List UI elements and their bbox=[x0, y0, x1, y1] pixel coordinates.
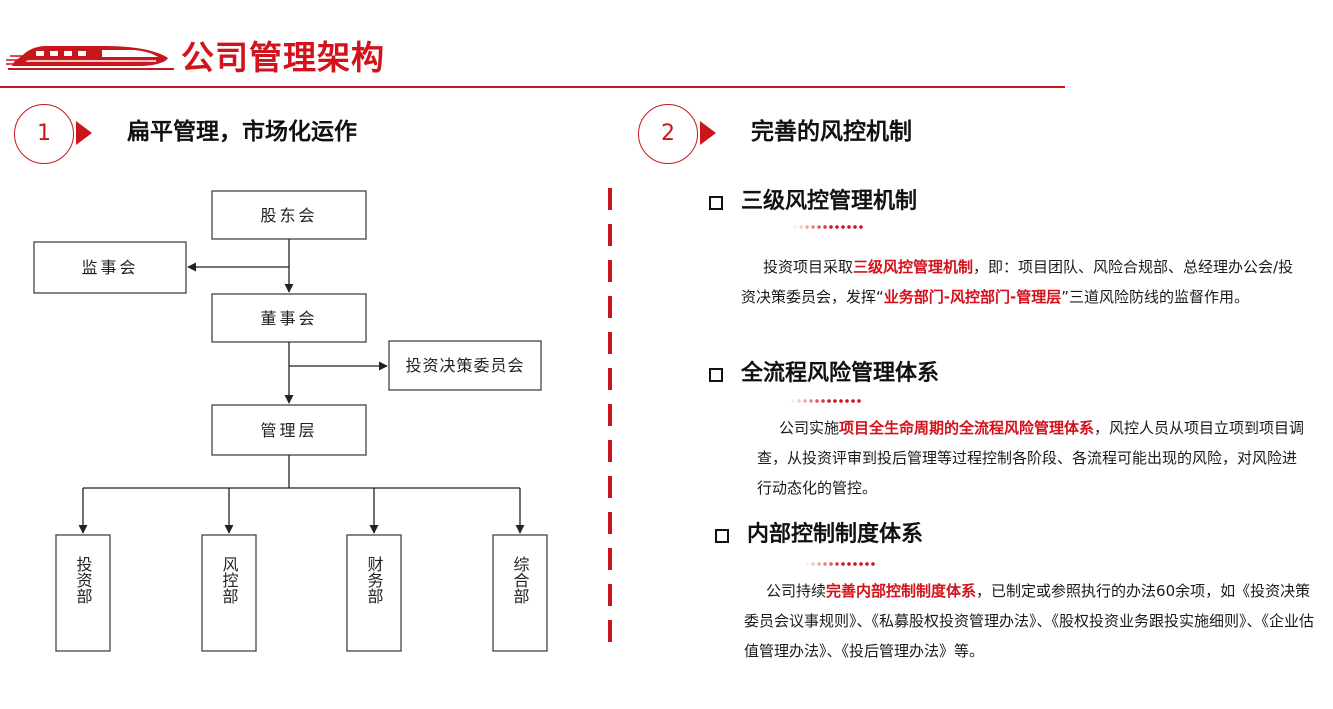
org-chart: 股东会 监事会 董事会 投资决策委员会 管理层 投资部 风控部 财务部 综合部 bbox=[33, 190, 548, 652]
org-label-investment-committee: 投资决策委员会 bbox=[405, 356, 524, 375]
section-divider bbox=[608, 188, 612, 650]
section-number: 2 bbox=[661, 121, 675, 146]
risk-item-heading: 三级风控管理机制 bbox=[741, 189, 918, 214]
header-divider bbox=[0, 86, 1065, 88]
page-title: 公司管理架构 bbox=[181, 38, 385, 77]
risk-item-description: 公司实施项目全生命周期的全流程风险管理体系，风控人员从项目立项到项目调查，从投资… bbox=[757, 419, 1305, 497]
org-label-dept: 投资部 bbox=[74, 556, 93, 604]
org-box-dept bbox=[201, 534, 257, 652]
org-label-dept: 风控部 bbox=[220, 556, 239, 604]
org-label-management: 管理层 bbox=[260, 421, 317, 440]
org-box-supervisors bbox=[33, 241, 187, 294]
risk-item-heading: 内部控制制度体系 bbox=[747, 522, 924, 547]
section-number-badge: 1 bbox=[14, 104, 74, 164]
org-box-shareholders bbox=[211, 190, 367, 240]
risk-item-description: 公司持续完善内部控制制度体系，已制定或参照执行的办法60余项，如《投资决策委员会… bbox=[744, 582, 1315, 660]
dotted-decoration bbox=[790, 398, 862, 404]
section-number: 1 bbox=[37, 121, 51, 146]
org-box-investment-committee bbox=[388, 340, 542, 391]
checkbox-bullet-icon bbox=[709, 368, 723, 382]
section-number-badge: 2 bbox=[638, 104, 698, 164]
org-box-dept bbox=[346, 534, 402, 652]
chevron-right-icon bbox=[700, 121, 716, 145]
org-label-dept: 财务部 bbox=[365, 556, 384, 604]
checkbox-bullet-icon bbox=[709, 196, 723, 210]
org-label-shareholders: 股东会 bbox=[260, 206, 317, 225]
org-label-dept: 综合部 bbox=[511, 556, 530, 604]
risk-item-description: 投资项目采取三级风控管理机制，即：项目团队、风险合规部、总经理办公会/投资决策委… bbox=[741, 258, 1294, 306]
org-label-board: 董事会 bbox=[260, 309, 317, 328]
checkbox-bullet-icon bbox=[715, 529, 729, 543]
org-box-board bbox=[211, 293, 367, 343]
chevron-right-icon bbox=[76, 121, 92, 145]
section-title: 完善的风控机制 bbox=[751, 119, 912, 145]
org-label-supervisors: 监事会 bbox=[81, 258, 138, 277]
dotted-decoration bbox=[792, 224, 864, 230]
high-speed-train-icon bbox=[6, 46, 174, 70]
section-title: 扁平管理，市场化运作 bbox=[127, 119, 357, 145]
risk-item-heading: 全流程风险管理体系 bbox=[741, 361, 940, 386]
dotted-decoration bbox=[804, 561, 876, 567]
org-box-dept bbox=[55, 534, 111, 652]
org-box-dept bbox=[492, 534, 548, 652]
